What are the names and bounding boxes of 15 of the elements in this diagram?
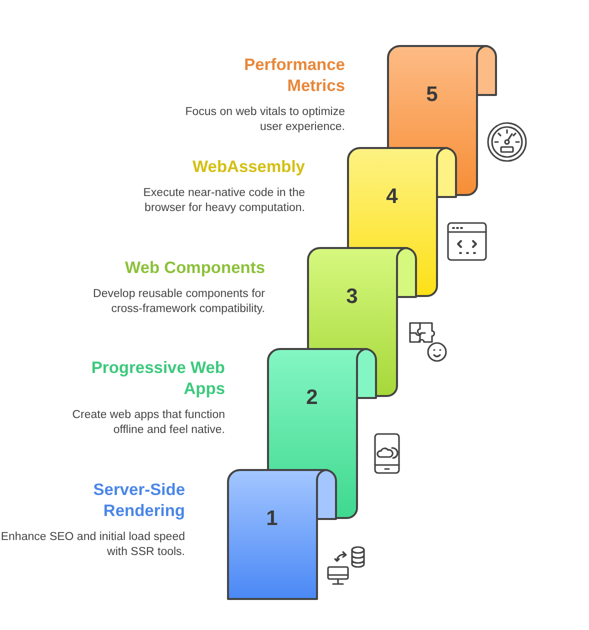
step-number: 5	[425, 83, 439, 107]
step-title: Performance Metrics	[243, 55, 345, 97]
step-title: WebAssembly	[192, 157, 305, 178]
step-description: Execute near-native code in the browser for heavy computation.	[142, 186, 305, 216]
step-description: Enhance SEO and initial load speed with SSR tools.	[0, 530, 185, 560]
step-description: Create web apps that function offline and feel native.	[71, 408, 225, 438]
step-number: 2	[305, 386, 319, 410]
step-description: Develop reusable components for cross-framework compatibility.	[92, 287, 265, 317]
step-title: Progressive Web Apps	[90, 358, 225, 400]
step-title: Server-Side Rendering	[92, 480, 185, 522]
step-number: 4	[385, 185, 399, 209]
step-number: 3	[345, 285, 359, 309]
step-title: Web Components	[124, 258, 265, 279]
step-description: Focus on web vitals to optimize user experience.	[184, 105, 345, 135]
step-number: 1	[265, 507, 279, 531]
